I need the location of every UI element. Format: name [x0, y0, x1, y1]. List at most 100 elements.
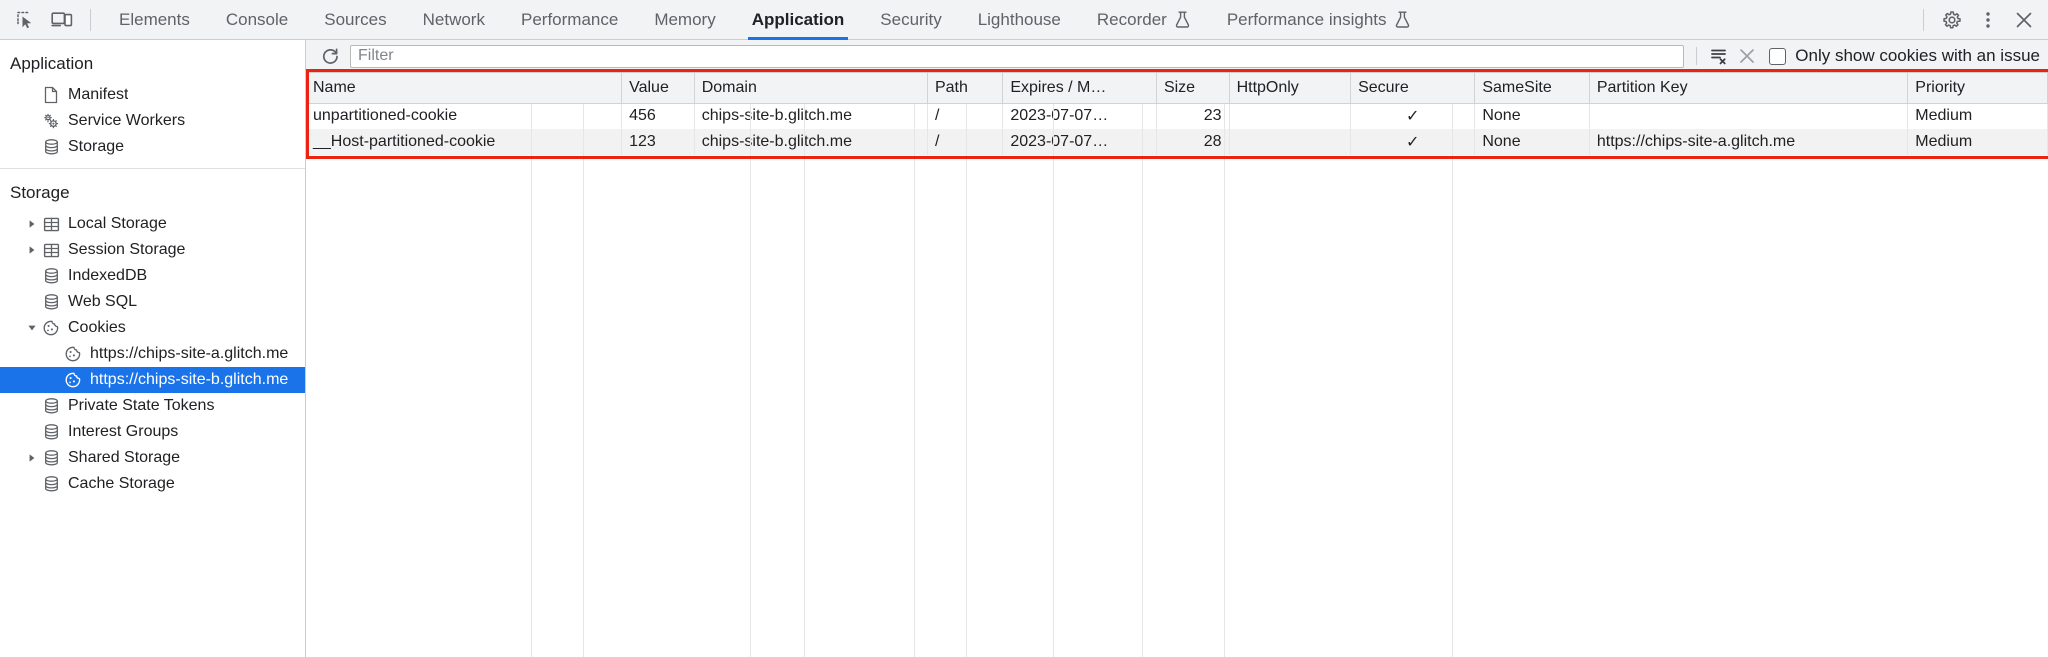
sidebar-item-storage[interactable]: Storage	[0, 134, 305, 160]
cell-value[interactable]: 123	[621, 129, 695, 155]
cell-domain[interactable]: chips-site-b.glitch.me	[694, 103, 928, 129]
sidebar-item-session-storage[interactable]: Session Storage	[0, 237, 305, 263]
cookies-filter-input[interactable]	[350, 44, 1685, 68]
cell-partition-key[interactable]: https://chips-site-a.glitch.me	[1589, 129, 1909, 155]
column-header-samesite[interactable]: SameSite	[1474, 73, 1590, 104]
cell-value[interactable]: 456	[621, 103, 695, 129]
column-header-httponly[interactable]: HttpOnly	[1229, 73, 1352, 104]
cell-expires-m[interactable]: 2023-07-07…	[1002, 129, 1157, 155]
cell-name[interactable]: unpartitioned-cookie	[306, 103, 623, 129]
sidebar-item-cookies[interactable]: Cookies	[0, 315, 305, 341]
cell-size[interactable]: 28	[1156, 129, 1230, 155]
tab-performance[interactable]: Performance	[503, 0, 636, 40]
cell-secure[interactable]: ✓	[1350, 129, 1476, 155]
cell-domain[interactable]: chips-site-b.glitch.me	[694, 129, 928, 155]
cell-size[interactable]: 23	[1156, 103, 1230, 129]
database-icon	[40, 293, 62, 311]
twisty-spacer	[46, 346, 62, 362]
column-header-value[interactable]: Value	[621, 73, 695, 104]
cell-httponly[interactable]	[1229, 129, 1352, 155]
tab-sources[interactable]: Sources	[306, 0, 404, 40]
chevron-right-icon[interactable]	[24, 242, 40, 258]
grid-column-rule	[1053, 104, 1054, 657]
inspect-element-icon[interactable]	[8, 4, 44, 36]
toolbar-right-actions	[1913, 4, 2042, 36]
column-header-secure[interactable]: Secure	[1350, 73, 1476, 104]
sidebar-item-https-chips-site-a-glitch-me[interactable]: https://chips-site-a.glitch.me	[0, 341, 305, 367]
clear-all-cookies-icon[interactable]	[1705, 43, 1733, 69]
sidebar-item-interest-groups[interactable]: Interest Groups	[0, 419, 305, 445]
clear-filter-icon[interactable]	[1733, 43, 1761, 69]
tab-label: Elements	[119, 9, 190, 29]
cell-expires-m[interactable]: 2023-07-07…	[1002, 103, 1157, 129]
cell-priority[interactable]: Medium	[1907, 103, 2048, 129]
table-grid-icon	[40, 215, 62, 233]
tab-lighthouse[interactable]: Lighthouse	[960, 0, 1079, 40]
tab-console[interactable]: Console	[208, 0, 306, 40]
cell-samesite[interactable]: None	[1474, 103, 1590, 129]
close-icon[interactable]	[2006, 4, 2042, 36]
sidebar-item-shared-storage[interactable]: Shared Storage	[0, 445, 305, 471]
sidebar-item-local-storage[interactable]: Local Storage	[0, 211, 305, 237]
cell-samesite[interactable]: None	[1474, 129, 1590, 155]
refresh-icon[interactable]	[316, 43, 344, 69]
sidebar-item-service-workers[interactable]: Service Workers	[0, 108, 305, 134]
tab-recorder[interactable]: Recorder	[1079, 0, 1209, 40]
column-header-priority[interactable]: Priority	[1907, 73, 2048, 104]
column-header-size[interactable]: Size	[1156, 73, 1230, 104]
experiment-flask-icon	[1394, 10, 1411, 29]
tab-security[interactable]: Security	[862, 0, 959, 40]
column-header-path[interactable]: Path	[927, 73, 1004, 104]
chevron-right-icon[interactable]	[24, 216, 40, 232]
cell-path[interactable]: /	[927, 129, 1004, 155]
twisty-spacer	[24, 268, 40, 284]
cell-httponly[interactable]	[1229, 103, 1352, 129]
database-icon	[40, 397, 62, 415]
application-sidebar[interactable]: Application Manifest Service Workers Sto…	[0, 40, 306, 657]
tab-application[interactable]: Application	[734, 0, 863, 40]
sidebar-item-private-state-tokens[interactable]: Private State Tokens	[0, 393, 305, 419]
twisty-spacer	[24, 113, 40, 129]
only-show-issues-checkbox[interactable]: Only show cookies with an issue	[1769, 46, 2040, 66]
sidebar-item-manifest[interactable]: Manifest	[0, 82, 305, 108]
sidebar-item-https-chips-site-b-glitch-me[interactable]: https://chips-site-b.glitch.me	[0, 367, 305, 393]
column-header-name[interactable]: Name	[306, 73, 623, 104]
tab-label: Performance insights	[1226, 9, 1387, 29]
cell-priority[interactable]: Medium	[1907, 129, 2048, 155]
column-header-expires-m[interactable]: Expires / M…	[1002, 73, 1157, 104]
tab-label: Network	[422, 9, 485, 29]
sidebar-item-label: Cookies	[68, 319, 126, 336]
tab-network[interactable]: Network	[405, 0, 503, 40]
cell-path[interactable]: /	[927, 103, 1004, 129]
sidebar-item-label: Service Workers	[68, 112, 186, 129]
column-header-partition-key[interactable]: Partition Key	[1589, 73, 1909, 104]
sidebar-item-label: Web SQL	[68, 293, 138, 310]
cookies-panel: Only show cookies with an issue NameValu…	[306, 40, 2048, 657]
checkbox-box[interactable]	[1769, 47, 1787, 65]
kebab-menu-icon[interactable]	[1970, 4, 2006, 36]
sidebar-item-web-sql[interactable]: Web SQL	[0, 289, 305, 315]
tab-elements[interactable]: Elements	[101, 0, 208, 40]
sidebar-item-indexeddb[interactable]: IndexedDB	[0, 263, 305, 289]
grid-column-rule	[531, 104, 532, 657]
gear-icon[interactable]	[1934, 4, 1970, 36]
chevron-down-icon[interactable]	[24, 320, 40, 336]
tab-label: Performance	[520, 9, 619, 29]
cell-name[interactable]: __Host-partitioned-cookie	[306, 129, 623, 155]
tab-performance-insights[interactable]: Performance insights	[1209, 0, 1429, 40]
tab-memory[interactable]: Memory	[636, 0, 733, 40]
chevron-right-icon[interactable]	[24, 450, 40, 466]
column-header-domain[interactable]: Domain	[694, 73, 928, 104]
device-toolbar-icon[interactable]	[44, 4, 80, 36]
cell-secure[interactable]: ✓	[1350, 103, 1476, 129]
sidebar-item-cache-storage[interactable]: Cache Storage	[0, 471, 305, 497]
database-icon	[40, 475, 62, 493]
table-grid-icon	[40, 241, 62, 259]
cell-partition-key[interactable]	[1589, 103, 1909, 129]
